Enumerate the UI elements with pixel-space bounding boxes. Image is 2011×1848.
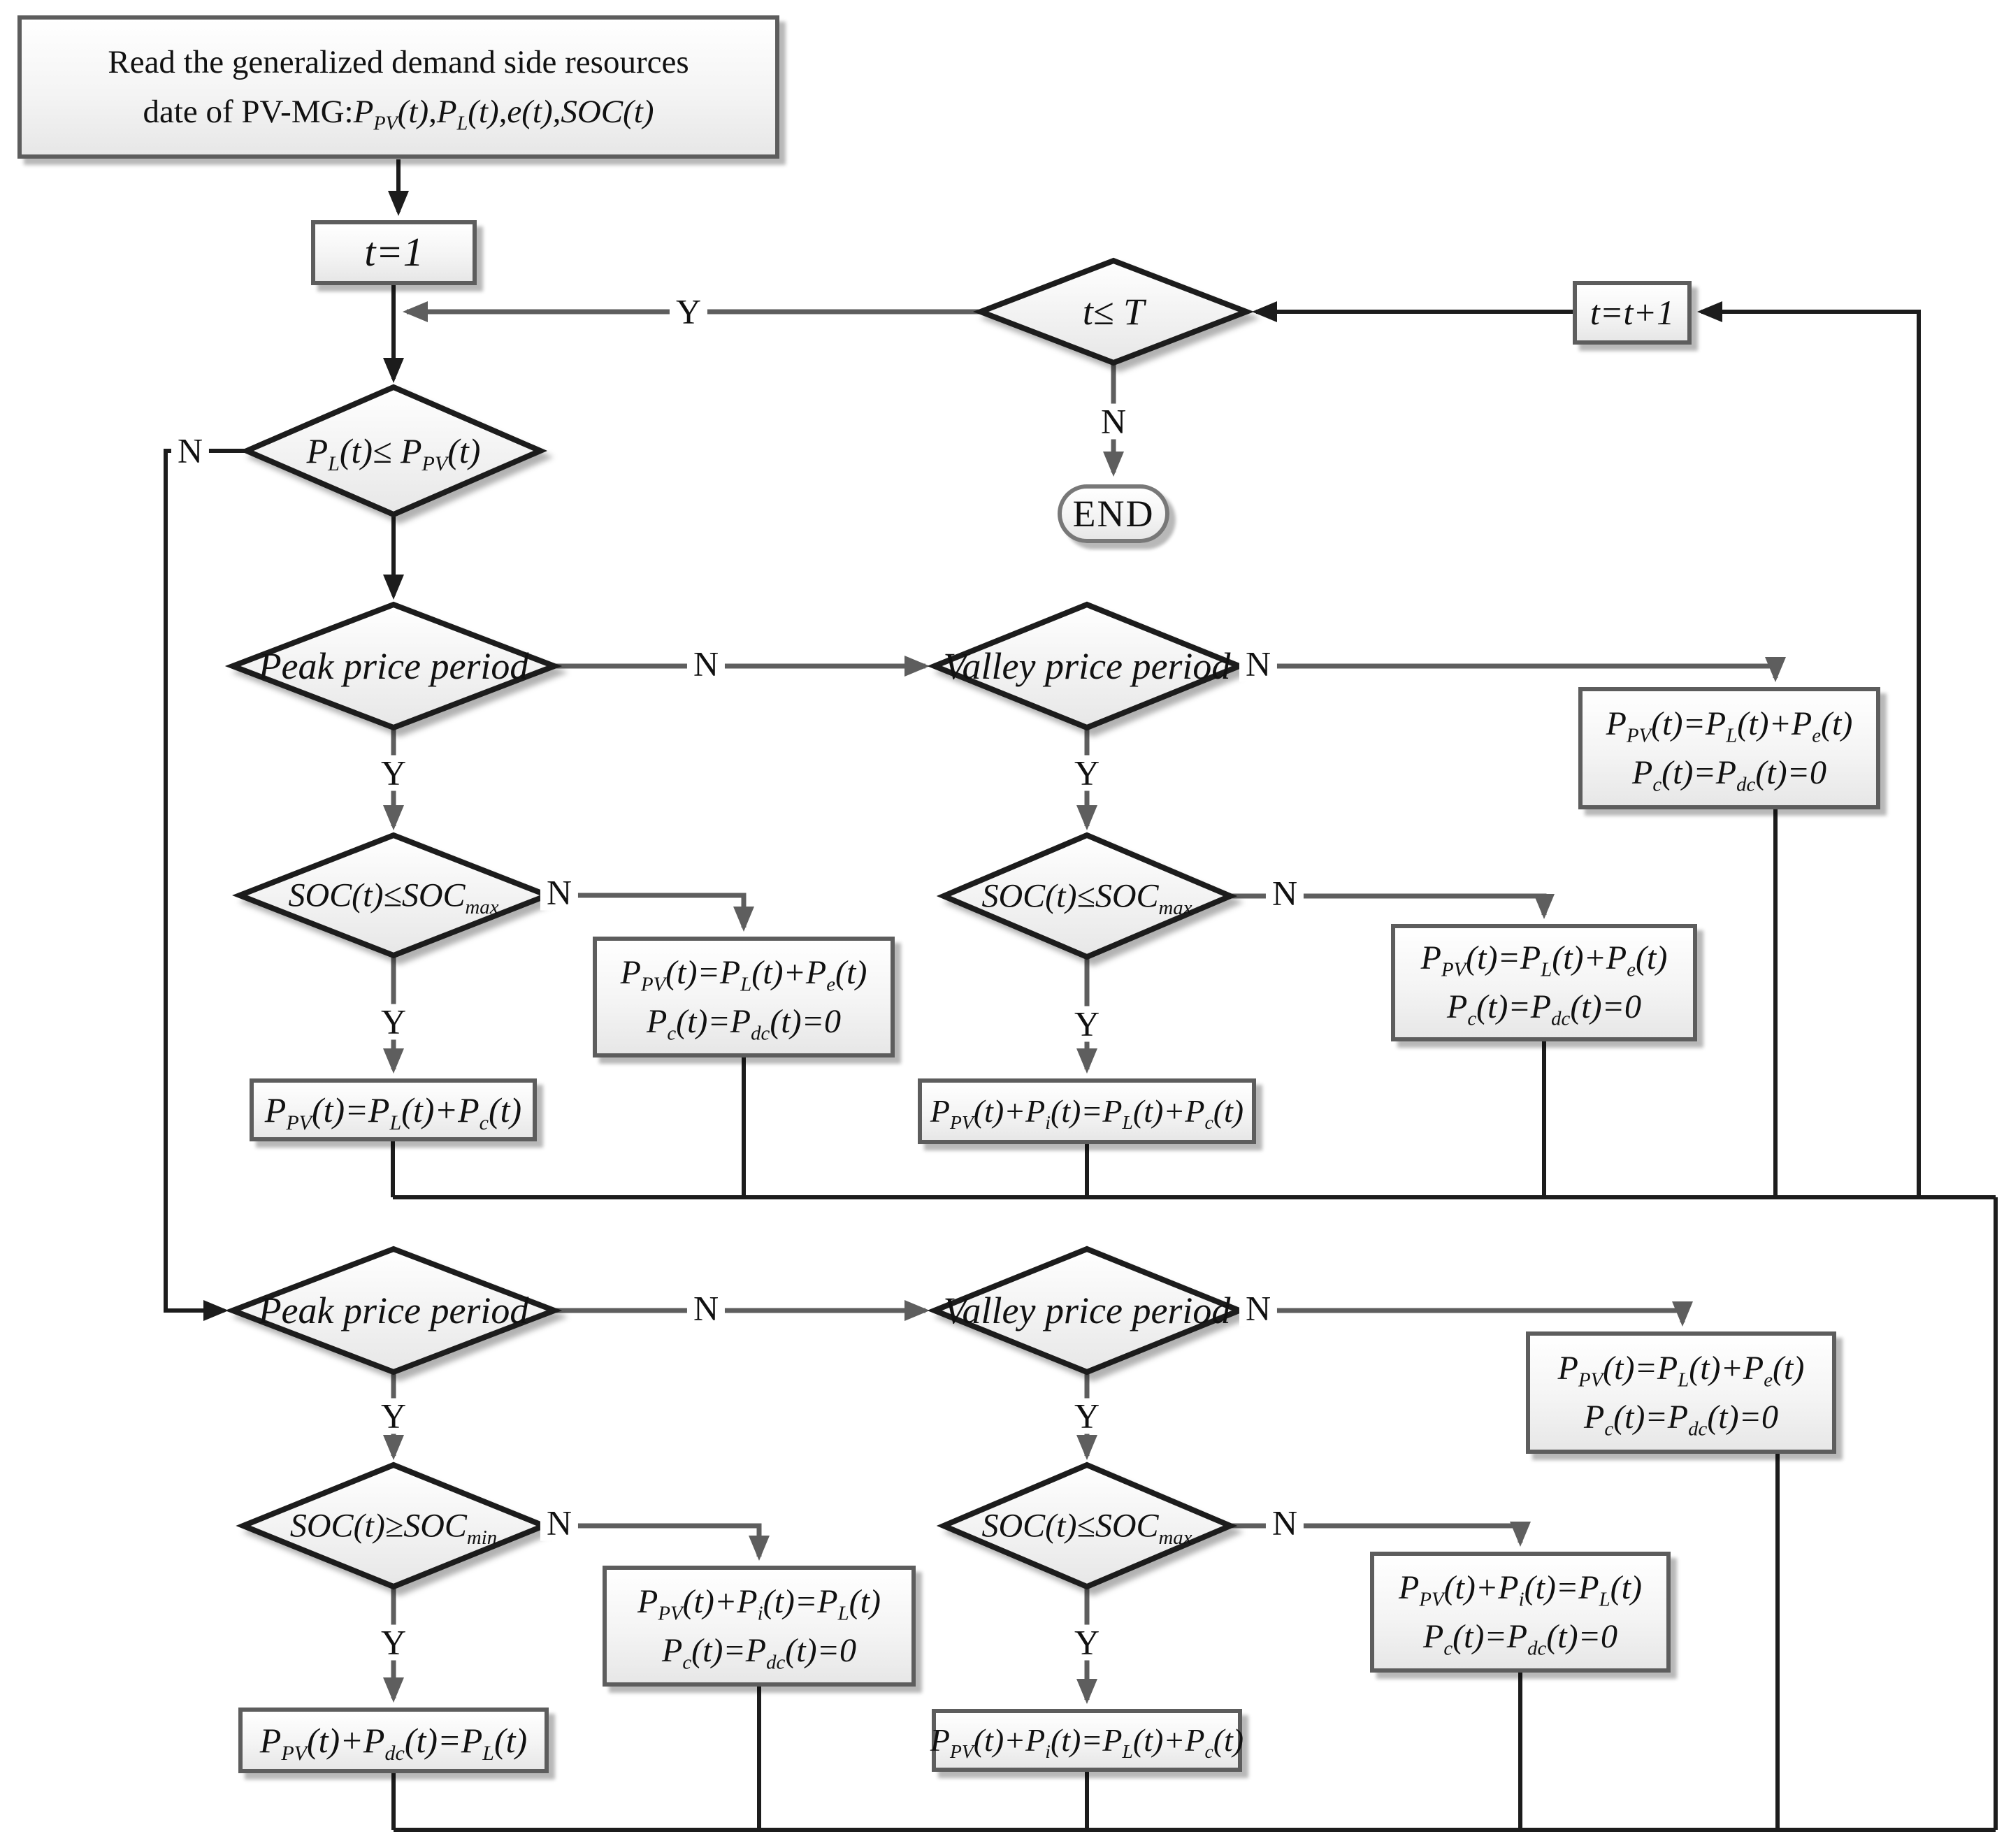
label-socmaxb-yes: Y (1067, 1006, 1107, 1042)
box-soc-max-c-no: PPV(t)+Pi(t)=PL(t) Pc(t)=Pdc(t)=0 (1370, 1552, 1671, 1673)
box-soc-max-a-yes: PPV(t)=PL(t)+Pc(t) (250, 1078, 537, 1141)
start-box-line2: date of PV-MG:PPV(t),PL(t),e(t),SOC(t) (143, 93, 654, 134)
label-valley2-no: N (1239, 1290, 1278, 1327)
decision-soc-max-b-label: SOC(t)≤SOCmax (981, 877, 1192, 920)
decision-peak-period-1 (224, 601, 563, 731)
process-t-increment: t=t+1 (1573, 281, 1692, 345)
decision-t-loop (972, 257, 1255, 366)
decision-soc-min-label: SOC(t)≥SOCmin (289, 1507, 498, 1550)
connector-riser-to-tincrement (1697, 301, 1921, 1197)
label-socmaxc-yes: Y (1067, 1624, 1107, 1661)
label-valley2-yes: Y (1067, 1398, 1107, 1434)
box-soc-max-b-yes: PPV(t)+Pi(t)=PL(t)+Pc(t) (918, 1078, 1256, 1144)
connector-socmaxc-no-elbow (1230, 1522, 1531, 1547)
decision-soc-max-b (936, 832, 1238, 960)
box-valley2-no: PPV(t)=PL(t)+Pe(t) Pc(t)=Pdc(t)=0 (1526, 1331, 1836, 1454)
label-peak1-no: N (686, 646, 726, 682)
label-peak1-yes: Y (374, 755, 413, 791)
decision-load-vs-pv-label: PL(t)≤ PPV(t) (306, 431, 481, 475)
label-socmaxb-no: N (1265, 875, 1304, 911)
box-soc-max-c-yes: PPV(t)+Pi(t)=PL(t)+Pc(t) (930, 1709, 1244, 1772)
connector-socmaxa-no-elbow (547, 893, 754, 932)
connector-loadcheck-no-rail (164, 449, 247, 1321)
label-socmaxa-yes: Y (374, 1004, 413, 1040)
decision-soc-max-c (936, 1461, 1238, 1590)
label-tloop-no: N (1094, 403, 1133, 440)
box-soc-min-yes: PPV(t)+Pdc(t)=PL(t) (238, 1708, 549, 1773)
decision-soc-max-c-label: SOC(t)≤SOCmax (981, 1507, 1192, 1550)
label-valley1-no: N (1239, 646, 1278, 682)
connector-valley1-no-elbow (1239, 657, 1786, 682)
label-socmaxc-no: N (1265, 1505, 1304, 1541)
label-socmaxa-no: N (540, 874, 579, 911)
terminal-end: END (1058, 484, 1169, 543)
decision-t-loop-label: t≤ T (1082, 291, 1145, 333)
label-valley1-yes: Y (1067, 755, 1107, 791)
box-soc-max-b-no: PPV(t)=PL(t)+Pe(t) Pc(t)=Pdc(t)=0 (1391, 924, 1697, 1041)
label-socmin-yes: Y (374, 1624, 413, 1661)
decision-peak-period-2 (224, 1246, 563, 1376)
decision-soc-max-a-label: SOC(t)≤SOCmax (288, 876, 499, 919)
decision-load-vs-pv (239, 384, 548, 518)
decision-valley-period-2-label: Valley price period (943, 1290, 1231, 1331)
label-socmin-no: N (540, 1505, 579, 1541)
label-peak2-no: N (686, 1290, 726, 1327)
label-loadcheck-no: N (171, 433, 210, 469)
label-peak2-yes: Y (374, 1398, 413, 1434)
box-soc-min-no: PPV(t)+Pi(t)=PL(t) Pc(t)=Pdc(t)=0 (603, 1566, 916, 1687)
process-t-init: t=1 (311, 220, 477, 285)
decision-valley-period-1-label: Valley price period (943, 645, 1231, 687)
box-soc-max-a-no: PPV(t)=PL(t)+Pe(t) Pc(t)=Pdc(t)=0 (593, 937, 895, 1057)
connector-socmaxb-no-elbow (1230, 893, 1555, 919)
start-box: Read the generalized demand side resourc… (17, 15, 779, 159)
connector-valley2-no-elbow (1239, 1301, 1693, 1327)
decision-peak-period-1-label: Peak price period (258, 645, 529, 687)
connector-socmin-no-elbow (544, 1523, 770, 1561)
label-tloop-yes: Y (669, 294, 708, 330)
start-box-line1: Read the generalized demand side resourc… (108, 44, 689, 80)
box-valley1-no: PPV(t)=PL(t)+Pe(t) Pc(t)=Pdc(t)=0 (1578, 687, 1880, 809)
decision-peak-period-2-label: Peak price period (258, 1290, 529, 1331)
